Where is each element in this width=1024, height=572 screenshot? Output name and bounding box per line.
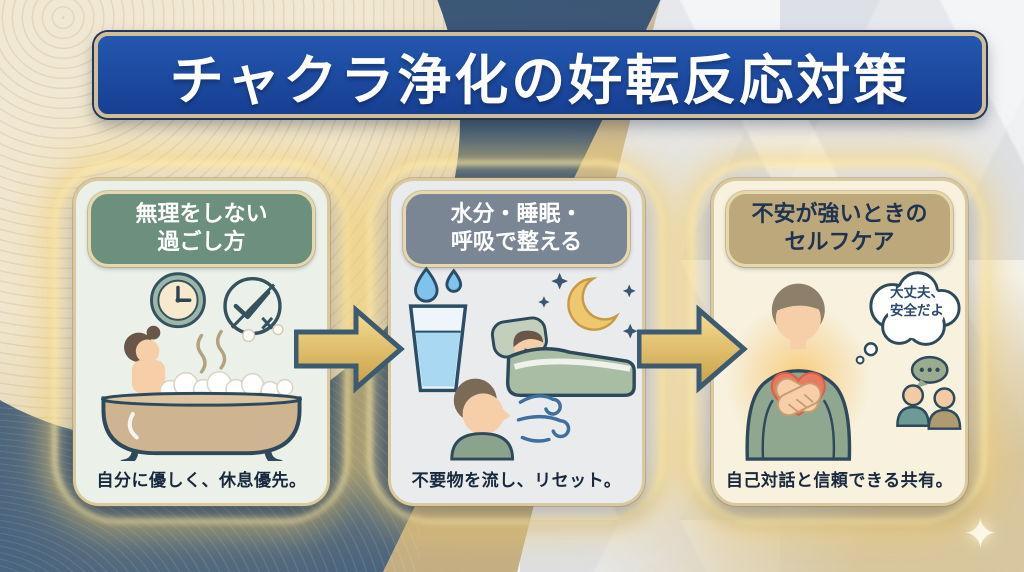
card-rest-caption: 自分に優しく、休息優先。 <box>96 471 307 490</box>
header-line: 無理をしない <box>135 201 268 226</box>
card-regulate-illustration <box>391 263 642 461</box>
people-pair-icon <box>896 384 962 430</box>
speech-bubble-icon <box>910 355 949 389</box>
wind-icon <box>516 394 571 443</box>
bath-woman-icon <box>101 325 302 461</box>
header-line: 水分・睡眠・ <box>450 201 583 226</box>
card-selfcare-illustration <box>714 263 965 461</box>
water-glass-icon <box>408 304 468 393</box>
breathing-person-icon <box>450 378 515 461</box>
steam-icon <box>196 329 227 374</box>
sparkle-icon: ✦ <box>962 510 998 557</box>
card-regulate-caption: 不要物を流し、リセット。 <box>411 471 622 490</box>
arrow-right-icon <box>637 304 748 394</box>
clock-icon <box>150 272 206 329</box>
check-x-icon <box>223 276 282 336</box>
title-banner: チャクラ浄化の好転反応対策 <box>94 32 986 118</box>
self-talk-text: 大丈夫、 安全だよ <box>866 284 968 319</box>
header-line: 呼吸で整える <box>450 229 583 255</box>
card-regulate-header: 水分・睡眠・ 呼吸で整える <box>403 191 630 268</box>
header-line: 不安が強いときの <box>751 201 928 226</box>
card-selfcare: 不安が強いときの セルフケア <box>711 178 968 506</box>
card-rest: 無理をしない 過ごし方 <box>73 178 330 506</box>
card-rest-illustration <box>76 263 327 461</box>
header-line: 過ごし方 <box>157 229 246 255</box>
card-selfcare-header: 不安が強いときの セルフケア <box>726 191 953 268</box>
page-title: チャクラ浄化の好転反応対策 <box>169 50 911 111</box>
header-line: セルフケア <box>784 229 895 255</box>
bubbles-icon <box>241 324 284 343</box>
card-selfcare-caption: 自己対話と信頼できる共有。 <box>725 471 954 490</box>
crossed-hands-icon <box>775 377 822 417</box>
bathtub-icon <box>101 391 302 461</box>
water-drop-icon <box>414 266 463 303</box>
self-talk-line: 大丈夫、 <box>890 285 944 300</box>
thought-bubble-icon <box>855 271 961 365</box>
card-regulate: 水分・睡眠・ 呼吸で整える <box>388 178 645 506</box>
arrow-right-icon <box>294 304 405 394</box>
sleeping-person-icon <box>490 316 636 398</box>
moon-icon <box>567 277 620 331</box>
stars-icon <box>538 272 638 339</box>
self-talk-line: 安全だよ <box>890 302 944 318</box>
card-rest-header: 無理をしない 過ごし方 <box>88 191 315 268</box>
